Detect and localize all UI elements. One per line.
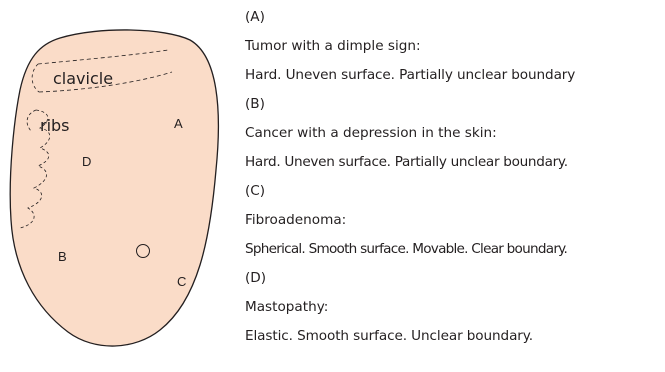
legend-entry-description: Hard. Uneven surface. Partially unclear … xyxy=(245,153,660,172)
breast-diagram-svg: clavicle ribs A D B C xyxy=(0,0,230,372)
legend-entry-letter: (C) xyxy=(245,182,660,201)
region-c-label: C xyxy=(177,274,186,289)
legend-entry-name: Tumor with a dimple sign: xyxy=(245,37,660,56)
legend-entry-c: (C) Fibroadenoma: Spherical. Smooth surf… xyxy=(245,182,660,259)
breast-diagram: clavicle ribs A D B C xyxy=(0,0,230,372)
legend-entry-d: (D) Mastopathy: Elastic. Smooth surface.… xyxy=(245,269,660,346)
legend-entry-name: Fibroadenoma: xyxy=(245,211,660,230)
legend-entry-description: Hard. Uneven surface. Partially unclear … xyxy=(245,66,660,85)
region-d-label: D xyxy=(82,154,91,169)
region-a-label: A xyxy=(174,116,183,131)
breast-outline xyxy=(10,30,218,346)
ribs-label: ribs xyxy=(40,116,70,135)
legend-entry-name: Cancer with a depression in the skin: xyxy=(245,124,660,143)
clavicle-label: clavicle xyxy=(53,69,113,88)
legend-entry-letter: (A) xyxy=(245,8,660,27)
legend-entry-letter: (D) xyxy=(245,269,660,288)
legend-entry-description: Elastic. Smooth surface. Unclear boundar… xyxy=(245,327,660,346)
legend-entry-description: Spherical. Smooth surface. Movable. Clea… xyxy=(245,240,660,259)
legend-entry-a: (A) Tumor with a dimple sign: Hard. Unev… xyxy=(245,8,660,85)
legend-entry-name: Mastopathy: xyxy=(245,298,660,317)
legend: (A) Tumor with a dimple sign: Hard. Unev… xyxy=(245,8,660,356)
legend-entry-b: (B) Cancer with a depression in the skin… xyxy=(245,95,660,172)
legend-entry-letter: (B) xyxy=(245,95,660,114)
region-b-label: B xyxy=(58,249,67,264)
